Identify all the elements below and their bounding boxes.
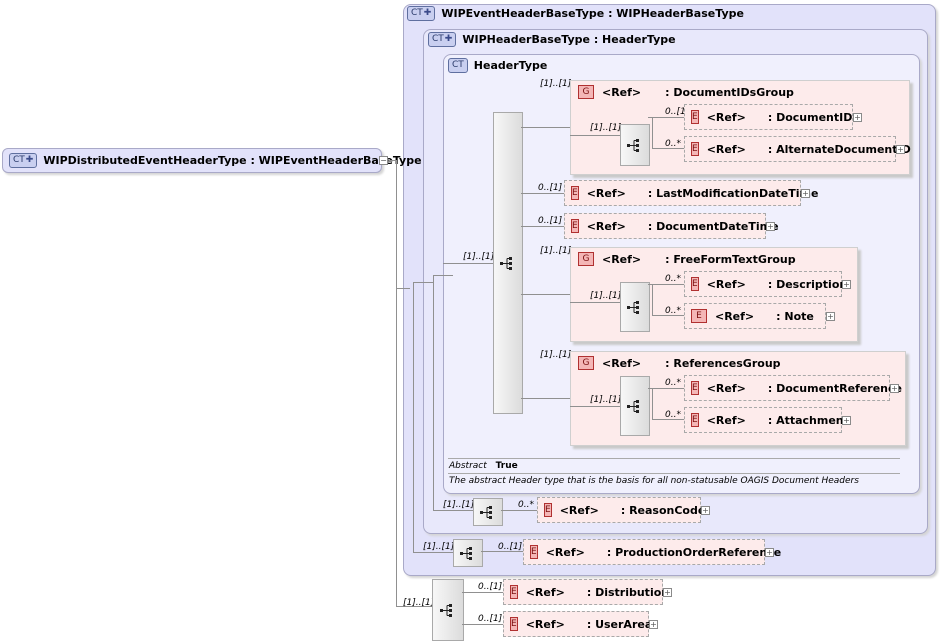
element-icon: E [691,309,707,323]
complex-type-icon: CT [448,58,468,73]
expand-icon[interactable]: + [896,145,905,154]
element-icon: E [691,381,699,395]
group-cardinality: [1]..[1] [540,79,572,89]
element-documentdatetime[interactable]: E <Ref> : DocumentDateTime [564,213,779,239]
abstract-annotation: Abstract True [449,461,518,471]
sequence-icon [440,604,452,617]
sequence-cardinality: [1]..[1] [463,252,495,262]
element-documentreference[interactable]: E <Ref> : DocumentReference [684,375,902,401]
expand-icon[interactable]: + [649,620,658,629]
element-icon: E [571,186,579,200]
element-documentid[interactable]: E <Ref> : DocumentID [684,104,853,130]
element-icon: E [571,219,579,233]
expand-icon[interactable]: + [842,280,851,289]
element-productionorderreference[interactable]: E <Ref> : ProductionOrderReference [523,539,781,565]
wipeventheaderbasetype-title[interactable]: CT✚ WIPEventHeaderBaseType : WIPHeaderBa… [407,6,744,21]
sequence-icon [480,506,492,519]
group-icon: G [578,252,594,266]
element-icon: E [691,110,699,124]
expand-icon[interactable]: + [801,189,810,198]
root-sequence[interactable] [432,579,464,641]
complex-type-icon: CT✚ [9,153,38,168]
complex-type-icon: CT✚ [428,32,457,47]
element-icon: E [691,277,699,291]
element-alternatedocumentid[interactable]: E <Ref> : AlternateDocumentID [684,136,911,162]
collapse-icon[interactable]: − [379,156,388,165]
documentation-text: The abstract Header type that is the bas… [449,476,859,486]
expand-icon[interactable]: + [766,222,775,231]
element-icon: E [544,503,552,517]
element-lastmodificationdatetime[interactable]: E <Ref> : LastModificationDateTime [564,180,818,206]
complex-type-icon: CT✚ [407,6,436,21]
element-icon: E [530,545,538,559]
expand-icon[interactable]: + [663,588,672,597]
element-attachment[interactable]: E <Ref> : Attachment [684,407,849,433]
element-distribution[interactable]: E <Ref> : Distribution [503,579,669,605]
sequence-icon [500,257,512,270]
sequence-icon [460,547,472,560]
root-complex-type[interactable]: CT✚ WIPDistributedEventHeaderType : WIPE… [2,148,422,173]
expand-icon[interactable]: + [853,113,862,122]
element-userarea[interactable]: E <Ref> : UserArea [503,611,652,637]
sequence-icon [627,301,639,314]
element-icon: E [691,142,699,156]
sequence-icon [627,400,639,413]
references-sequence[interactable] [620,376,650,436]
expand-icon[interactable]: + [890,384,899,393]
element-icon: E [510,585,518,599]
group-icon: G [578,356,594,370]
headertype-title[interactable]: CT HeaderType [448,58,547,73]
freeform-sequence[interactable] [620,282,650,332]
group-icon: G [578,85,594,99]
expand-icon[interactable]: + [842,416,851,425]
expand-icon[interactable]: + [826,312,835,321]
wipheaderbasetype-title[interactable]: CT✚ WIPHeaderBaseType : HeaderType [428,32,676,47]
element-note[interactable]: E <Ref> : Note [684,303,826,329]
sequence-icon [627,139,639,152]
element-description[interactable]: E <Ref> : Description [684,271,847,297]
documentids-sequence[interactable] [620,124,650,166]
expand-icon[interactable]: + [765,548,774,557]
element-icon: E [510,617,518,631]
element-reasoncode[interactable]: E <Ref> : ReasonCode [537,497,705,523]
element-icon: E [691,413,699,427]
header-sequence[interactable] [493,112,523,414]
production-sequence[interactable] [453,539,483,567]
expand-icon[interactable]: + [701,506,710,515]
reasoncode-sequence[interactable] [473,498,503,526]
